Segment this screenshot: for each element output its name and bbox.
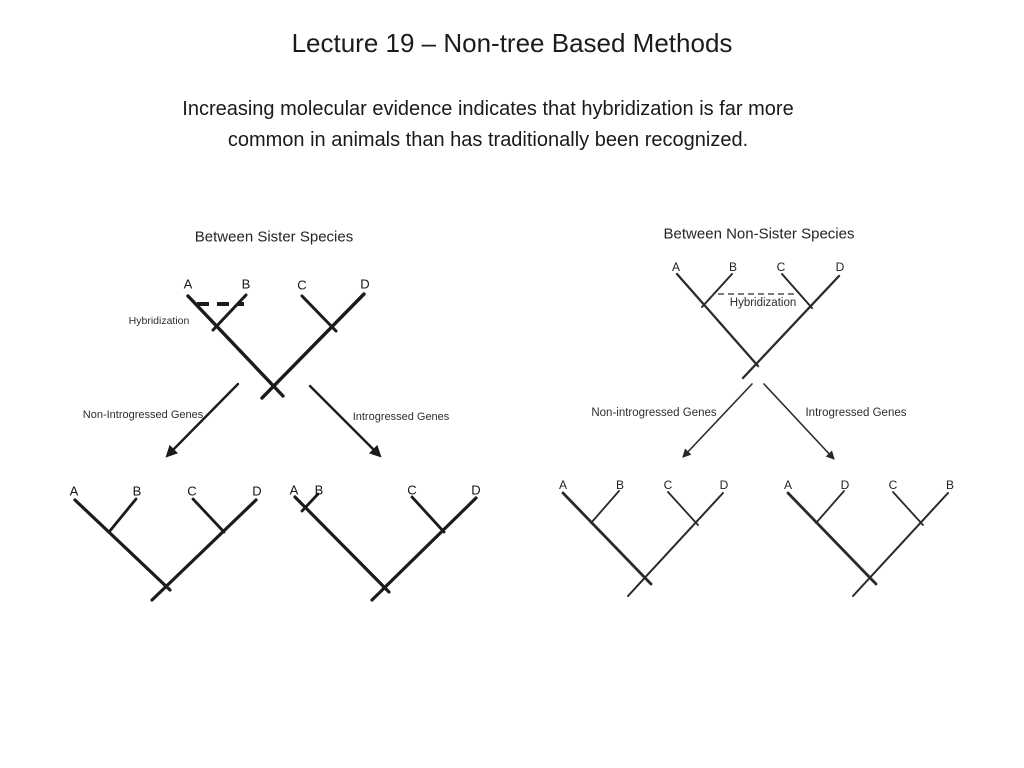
tip-label: C — [297, 277, 307, 293]
sister-parent-lineage-ab — [186, 294, 285, 398]
tip-label: B — [945, 478, 955, 492]
tip-label: D — [471, 482, 481, 498]
sister-non-introgressed-arrow-label: Non-Introgressed Genes — [82, 409, 204, 421]
lineage-ad — [786, 491, 878, 586]
branch-c — [892, 491, 924, 526]
tip-label: D — [835, 260, 845, 274]
branch-d — [815, 490, 845, 524]
non-sister-arrows — [682, 383, 835, 460]
branch-b — [300, 492, 320, 513]
slide-title: Lecture 19 – Non-tree Based Methods — [291, 28, 733, 58]
sister-non-introgressed-arrow — [165, 382, 240, 458]
non-sister-introgressed-arrow-label: Introgressed Genes — [805, 407, 907, 419]
lineage-cb — [852, 492, 949, 597]
branch-b — [107, 497, 138, 534]
subtitle-line-1: Increasing molecular evidence indicates … — [182, 98, 794, 120]
tip-label: D — [719, 478, 729, 492]
lineage-ab — [73, 498, 172, 592]
non-sister-panel-heading: Between Non-Sister Species — [663, 225, 855, 243]
branch-b — [590, 490, 620, 524]
non-sister-parent-lineage-cd — [741, 274, 841, 380]
tip-label: D — [252, 483, 262, 499]
tip-label: B — [314, 482, 324, 498]
tip-label: B — [132, 483, 142, 499]
tip-label: B — [241, 276, 251, 292]
branch-c — [410, 495, 446, 534]
sister-hybridization-label: Hybridization — [128, 315, 190, 327]
sister-parent-branch-b — [211, 293, 248, 332]
sister-parent-lineage-cd — [260, 292, 366, 400]
sister-panel-heading: Between Sister Species — [194, 228, 354, 246]
sister-parent-branch-c — [300, 294, 338, 333]
tip-label: D — [360, 276, 370, 292]
lineage-ab — [561, 491, 653, 586]
non-sister-parent-tree — [675, 272, 841, 380]
tip-label: A — [289, 482, 299, 498]
branch-c — [667, 491, 699, 526]
non-sister-introgressed-arrow — [763, 383, 835, 460]
sister-introgressed-tree — [293, 492, 478, 602]
sister-arrows — [165, 382, 382, 458]
non-sister-parent-branch-c — [781, 273, 813, 309]
subtitle-line-2: common in animals than has traditionally… — [227, 129, 749, 151]
tip-label: A — [69, 483, 79, 499]
tip-label: A — [671, 260, 681, 274]
non-sister-parent-lineage-ab — [675, 272, 760, 368]
lineage-cd — [627, 492, 724, 597]
non-sister-parent-branch-b — [701, 273, 733, 308]
non-sister-hybridization-label: Hybridization — [729, 297, 797, 309]
tip-label: C — [888, 478, 898, 492]
tip-label: D — [840, 478, 850, 492]
non-sister-introgressed-tree — [786, 490, 949, 597]
lineage-cd — [150, 498, 258, 602]
lineage-cd — [370, 496, 478, 602]
sister-introgressed-arrow-label: Introgressed Genes — [352, 411, 450, 423]
tip-label: A — [558, 478, 568, 492]
sister-introgressed-arrow — [308, 384, 382, 458]
tip-label: B — [615, 478, 625, 492]
non-sister-non-introgressed-arrow — [682, 383, 753, 458]
tip-label: C — [776, 260, 786, 274]
tip-label: A — [183, 276, 193, 292]
non-sister-non-introgressed-tree — [561, 490, 724, 597]
sister-non-introgressed-tree — [73, 497, 258, 602]
tip-label: C — [187, 483, 197, 499]
tip-label: C — [663, 478, 673, 492]
branch-c — [191, 497, 226, 534]
lineage-ab — [293, 495, 391, 594]
tip-label: A — [783, 478, 793, 492]
sister-parent-tree — [186, 292, 366, 400]
tip-label: B — [728, 260, 738, 274]
slide-subtitle: Increasing molecular evidence indicates … — [88, 94, 888, 156]
tip-label: C — [407, 482, 417, 498]
non-sister-non-introgressed-arrow-label: Non-introgressed Genes — [591, 407, 717, 419]
